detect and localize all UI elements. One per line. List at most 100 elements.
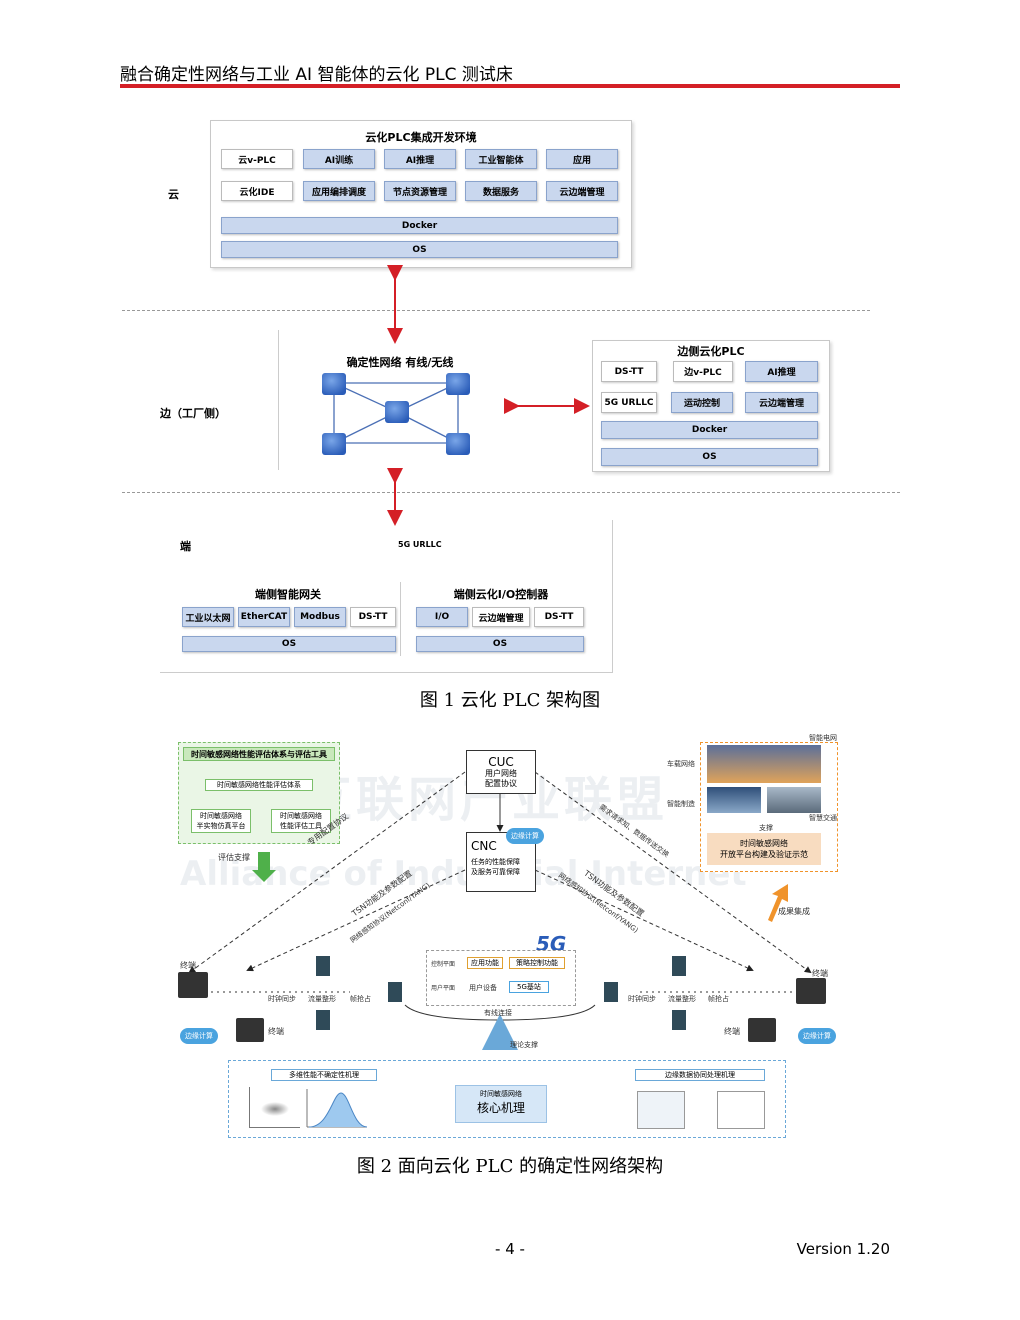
end-urllc-label: 5G URLLC (398, 540, 442, 549)
sync-label: 时钟同步 (628, 995, 656, 1003)
eval-right: 时间敏感网络 性能评估工具 (271, 809, 331, 833)
terminal-icon (796, 978, 826, 1004)
cnc-badge: 边缘计算 (506, 828, 544, 844)
cnc-body: 任务的性能保障 及服务可靠保障 (471, 858, 520, 876)
processing-diagram-icon (717, 1091, 765, 1129)
eval-title: 时间敏感网络性能评估体系与评估工具 (183, 747, 335, 761)
cuc-box: CUC 用户网络 配置协议 (466, 750, 536, 794)
switch-icon (672, 1010, 686, 1030)
edge-compute-badge: 边缘计算 (798, 1028, 836, 1044)
gateway-os-bar: OS (182, 636, 396, 652)
figure-1-caption: 图 1 云化 PLC 架构图 (419, 690, 601, 711)
eval-down-arrow (252, 852, 276, 882)
scatter-plot-icon (249, 1087, 300, 1128)
edge-box: 运动控制 (671, 392, 733, 413)
io-title: 端侧云化I/O控制器 (453, 588, 549, 601)
figure-2-caption: 图 2 面向云化 PLC 的确定性网络架构 (356, 1156, 664, 1177)
result-label: 成果集成 (778, 907, 810, 916)
switch-icon (672, 956, 686, 976)
edge-box: DS-TT (601, 361, 657, 382)
scenario-label: 智能电网 (809, 734, 837, 742)
edge-docker-bar: Docker (601, 421, 818, 439)
core-mechanism: 时间敏感网络 核心机理 (455, 1085, 547, 1123)
figure-1: 云 边（工厂侧） 端 云化PLC集成开发环境 云v-PLC AI训练 AI推理 … (122, 120, 900, 711)
cloud-os-bar: OS (221, 241, 618, 258)
edge-os-bar: OS (601, 448, 818, 466)
edge-box: 5G URLLC (601, 392, 657, 413)
cloud-box: 应用编排调度 (303, 181, 375, 201)
app-function: 应用功能 (467, 957, 503, 969)
terminal-label: 终端 (724, 1027, 740, 1036)
preempt-label: 帧抢占 (708, 995, 729, 1003)
sync-label: 时钟同步 (268, 995, 296, 1003)
gateway-box: DS-TT (350, 607, 396, 627)
layer-divider (122, 492, 900, 493)
gateway-panel: 端侧智能网关 工业以太网 EtherCAT Modbus DS-TT OS (176, 582, 401, 656)
io-panel: 端侧云化I/O控制器 I/O 云边端管理 DS-TT OS (410, 582, 592, 656)
gateway-box: 工业以太网 (182, 607, 234, 627)
layer-divider (122, 310, 870, 311)
figure-2-connectors (188, 771, 812, 1118)
end-label: 端 (180, 540, 191, 553)
watermark: Alliance of Industrial Internet (180, 854, 747, 894)
preempt-label: 帧抢占 (350, 995, 371, 1003)
fiveg-core: 控制平面 应用功能 策略控制功能 用户平面 用户设备 5G基站 (426, 950, 576, 1006)
scenario-support: 支撑 (759, 824, 773, 832)
io-box: 云边端管理 (472, 607, 530, 627)
version-label: Version 1.20 (796, 1240, 890, 1258)
terminal-icon (748, 1018, 776, 1042)
eval-sub: 时间敏感网络性能评估体系 (205, 779, 313, 791)
switch-icon (604, 982, 618, 1002)
gateway-title: 端侧智能网关 (255, 588, 321, 601)
running-header: 融合确定性网络与工业 AI 智能体的云化 PLC 测试床 (120, 65, 513, 85)
cloud-box: AI训练 (303, 149, 375, 169)
switch-icon (316, 956, 330, 976)
scenario-label: 智慧交通 (809, 814, 837, 822)
user-device: 用户设备 (469, 984, 497, 992)
base-station: 5G基站 (509, 981, 549, 993)
cloud-box: AI推理 (384, 149, 456, 169)
figure-2: 工业互联网产业联盟 Alliance of Industrial Interne… (0, 720, 1020, 1190)
cnc-title: CNC (471, 839, 497, 853)
scenario-label: 智能制造 (667, 800, 695, 808)
router-icon (322, 373, 470, 455)
result-up-arrow (768, 884, 788, 922)
edge-panel: 边侧云化PLC DS-TT 边v-PLC AI推理 5G URLLC 运动控制 … (592, 340, 830, 472)
io-box: DS-TT (534, 607, 584, 627)
figure-1-connectors (322, 265, 590, 526)
theory-label: 理论支撑 (510, 1041, 538, 1049)
edge-box: 边v-PLC (673, 361, 733, 382)
wired-label: 有线连接 (484, 1009, 512, 1017)
shaping-label: 流量整形 (308, 995, 336, 1003)
terminal-icon (178, 972, 208, 998)
terminal-label: 终端 (180, 961, 196, 970)
cloud-box: 云v-PLC (221, 149, 293, 169)
terminal-label: 终端 (812, 969, 828, 978)
gateway-box: EtherCAT (238, 607, 290, 627)
cloud-box: 节点资源管理 (384, 181, 456, 201)
cloud-box: 工业智能体 (465, 149, 537, 169)
io-box: I/O (416, 607, 468, 627)
end-panel: 5G URLLC 端侧智能网关 工业以太网 EtherCAT Modbus DS… (160, 520, 613, 673)
io-os-bar: OS (416, 636, 584, 652)
control-plane-label: 控制平面 (431, 961, 456, 968)
cloud-box: 云化IDE (221, 181, 293, 201)
cloud-box: 数据服务 (465, 181, 537, 201)
network-title: 确定性网络 有线/无线 (346, 356, 454, 369)
header-rule (120, 84, 900, 88)
cloud-panel-title: 云化PLC集成开发环境 (365, 131, 477, 144)
terminal-icon (236, 1018, 264, 1042)
core-title: 核心机理 (476, 1101, 525, 1115)
cloud-label: 云 (168, 188, 179, 201)
shaping-label: 流量整形 (668, 995, 696, 1003)
eval-support-label: 评估支撑 (218, 853, 250, 862)
edge-compute-badge: 边缘计算 (180, 1028, 218, 1044)
cloud-box: 应用 (546, 149, 618, 169)
scenario-panel: 智能电网 智慧交通 智能制造 车载网络 支撑 时间敏感网络 开放平台构建及验证示… (667, 734, 838, 872)
eval-left: 时间敏感网络 半实物仿真平台 (191, 809, 251, 833)
right-mechanism-title: 边缘数据协同处理机理 (635, 1069, 765, 1081)
terminal-label: 终端 (268, 1027, 284, 1036)
core-small-title: 时间敏感网络 (480, 1090, 522, 1098)
cloud-docker-bar: Docker (221, 217, 618, 234)
user-plane-label: 用户平面 (431, 985, 456, 992)
